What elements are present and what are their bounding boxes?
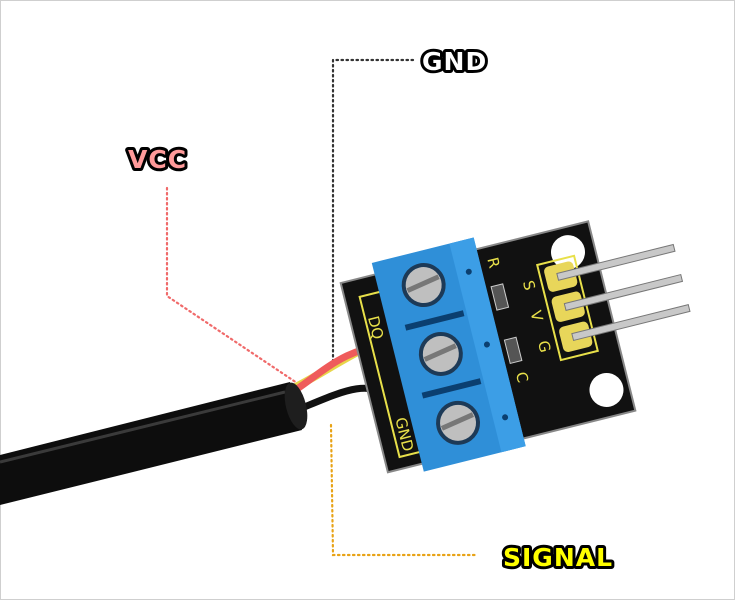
gnd-label: GND — [422, 47, 487, 76]
silk-r: R — [483, 256, 503, 270]
silk-s: S — [519, 279, 539, 293]
sensor-module: DQ GND S V G R C — [339, 220, 691, 474]
vcc-label: VCC — [128, 145, 187, 174]
capacitor — [503, 336, 523, 365]
mounting-hole — [589, 372, 624, 407]
screw-terminal-block — [371, 237, 526, 472]
mounting-hole — [551, 235, 586, 270]
signal-leader-line — [329, 423, 477, 557]
vcc-leader-line — [165, 186, 302, 387]
signal-label: SIGNAL — [503, 543, 613, 572]
silk-c: C — [512, 370, 532, 385]
screw — [436, 400, 481, 445]
pin-header — [544, 243, 691, 352]
gnd-leader-line — [331, 58, 415, 367]
silk-g: G — [534, 339, 554, 355]
silk-dq: DQ — [364, 314, 387, 341]
screw — [418, 331, 463, 376]
screw — [401, 263, 446, 308]
resistor — [490, 283, 510, 311]
